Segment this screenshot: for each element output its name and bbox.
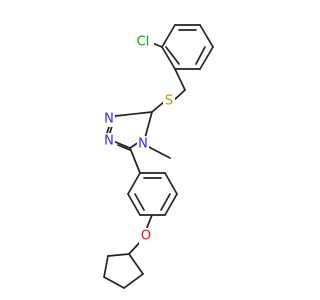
triazole-n2-label: N bbox=[104, 134, 114, 149]
bond-line-22 bbox=[127, 172, 141, 195]
bond-line-10 bbox=[114, 111, 153, 117]
bond-line-27 bbox=[103, 276, 125, 289]
bond-line-13 bbox=[144, 111, 153, 139]
bond-inner-line-1 bbox=[195, 46, 206, 65]
bond-line-9 bbox=[151, 100, 166, 113]
bond-line-1 bbox=[199, 24, 214, 48]
bond-line-25 bbox=[107, 253, 130, 257]
bond-line-28 bbox=[123, 273, 144, 289]
bond-line-12 bbox=[112, 140, 131, 149]
bond-line-7 bbox=[174, 68, 186, 91]
triazole-n4-label: N bbox=[138, 137, 148, 152]
ether-oxygen-label: O bbox=[141, 229, 151, 244]
bond-inner-line-4 bbox=[160, 193, 171, 211]
bond-inner-line-2 bbox=[165, 46, 180, 65]
bond-line-5 bbox=[161, 24, 176, 48]
bond-line-2 bbox=[199, 46, 214, 70]
bond-line-16 bbox=[129, 147, 141, 174]
atom-labels: Cl S N N N O bbox=[103, 34, 175, 244]
sulfur-atom-label: S bbox=[165, 94, 173, 109]
bond-line-4 bbox=[161, 46, 176, 70]
bond-line-26 bbox=[103, 255, 109, 278]
bond-inner-line-7 bbox=[117, 144, 131, 151]
bond-line-21 bbox=[127, 193, 141, 216]
bond-line-29 bbox=[128, 253, 144, 275]
bond-line-15 bbox=[146, 145, 171, 159]
bond-inner-line-5 bbox=[134, 193, 145, 211]
bond-line-23 bbox=[145, 214, 153, 231]
bond-lines bbox=[103, 24, 214, 289]
molecule-structure: Cl S N N N O bbox=[103, 24, 214, 289]
triazole-n1-label: N bbox=[104, 112, 114, 127]
chlorine-atom-label: Cl bbox=[137, 35, 150, 50]
bond-line-19 bbox=[164, 193, 178, 216]
bond-line-18 bbox=[164, 172, 178, 195]
